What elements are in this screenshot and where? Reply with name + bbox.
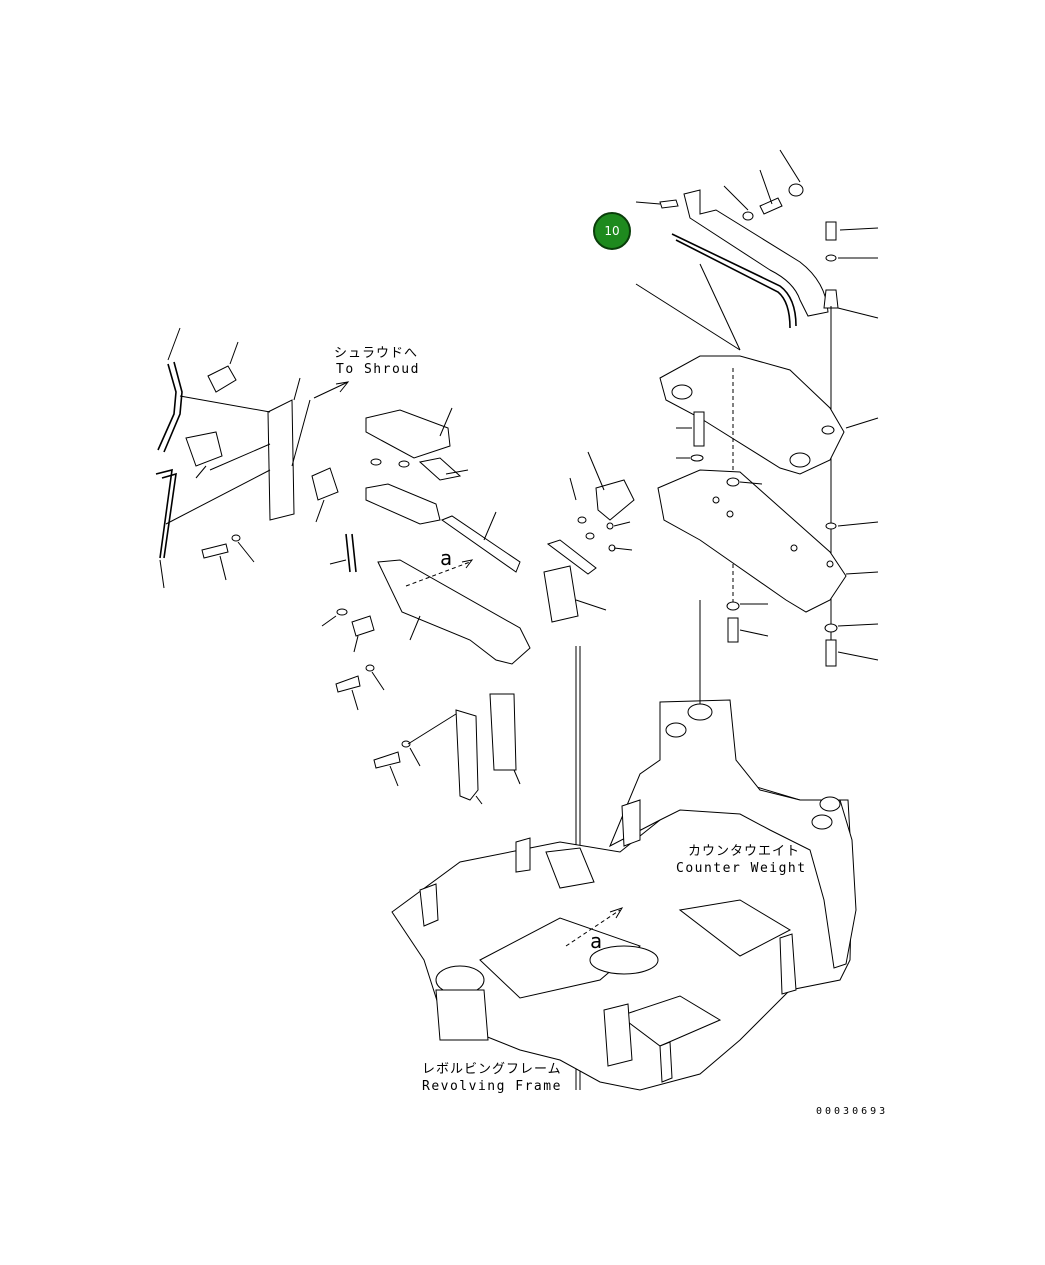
- counterweight-label-jp: カウンタウエイト: [688, 844, 801, 859]
- reference-letter-lower: a: [590, 929, 603, 953]
- drawing-number: 00030693: [816, 1106, 889, 1117]
- counterweight-label-en: Counter Weight: [676, 861, 807, 876]
- reference-letter-upper: a: [440, 546, 453, 570]
- frame-label-en: Revolving Frame: [422, 1079, 562, 1094]
- center-assembly: [321, 407, 635, 1090]
- revolving-frame: [391, 600, 857, 1091]
- part-callout-10[interactable]: 10: [593, 212, 631, 250]
- frame-label-jp: レボルビングフレーム: [422, 1062, 562, 1077]
- callout-number: 10: [604, 224, 620, 238]
- upper-right-assembly: [635, 149, 879, 667]
- left-assembly: [155, 327, 350, 589]
- shroud-label-jp: シュラウドへ: [334, 346, 419, 361]
- shroud-label-en: To Shroud: [336, 362, 420, 377]
